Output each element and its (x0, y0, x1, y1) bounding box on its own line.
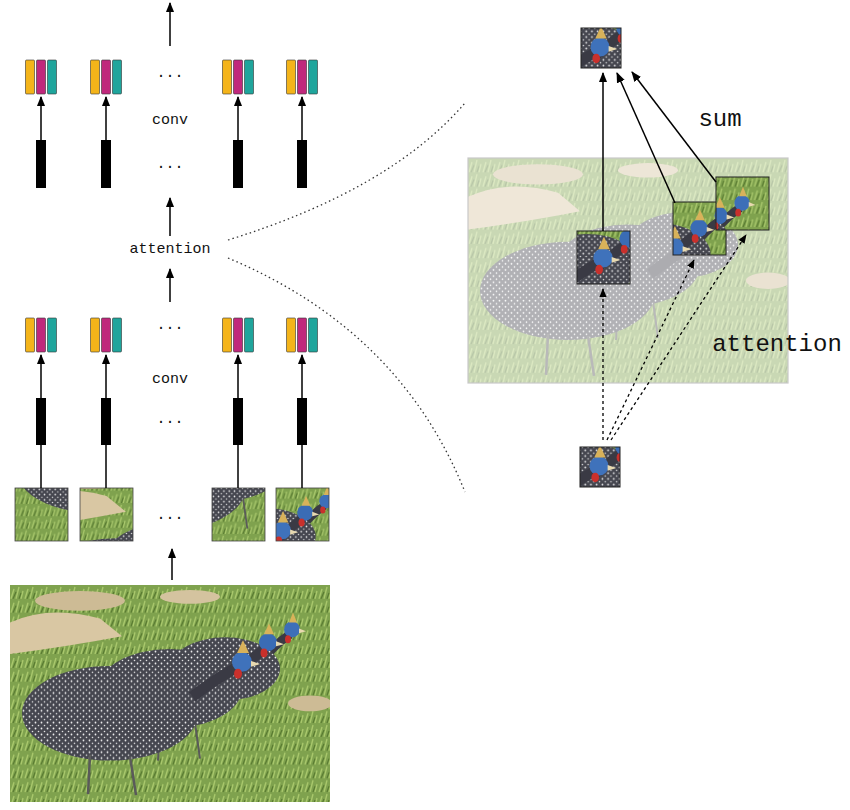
attended-patch (379, 183, 689, 395)
ellipsis: ... (156, 156, 183, 173)
rect-shape (15, 488, 68, 541)
up-arrow (237, 355, 239, 398)
up-arrow (40, 355, 42, 398)
channel-bar (309, 60, 318, 94)
label-anchor: conv (152, 112, 188, 129)
feature-bar (36, 140, 46, 188)
label-anchor: sum (698, 106, 741, 134)
layer-label: conv (152, 371, 188, 388)
feature-bar (36, 398, 46, 445)
up-arrow (105, 355, 107, 398)
attention-arrow (602, 289, 603, 440)
feature-bar (101, 398, 111, 445)
patch-link (40, 445, 42, 488)
channel-bar (48, 318, 57, 352)
label-anchor: ... (156, 317, 183, 334)
use-shape (378, 392, 685, 602)
patch-link (301, 445, 303, 488)
up-arrow (105, 97, 107, 140)
up-arrow (169, 198, 171, 236)
use-shape (379, 0, 686, 182)
channel-bar (309, 318, 318, 352)
zoom-curve (228, 258, 465, 492)
channel-bar (287, 318, 296, 352)
channel-bar (113, 318, 122, 352)
channel-bar (37, 60, 46, 94)
channel-bar (223, 60, 232, 94)
channel-bar (287, 60, 296, 94)
up-arrow (171, 549, 173, 580)
use-shape (10, 585, 332, 802)
patch-link (105, 445, 107, 488)
channel-bar (298, 318, 307, 352)
rect-shape (581, 28, 621, 68)
feature-bar (297, 140, 307, 188)
channel-bar (102, 318, 111, 352)
channel-bar (245, 318, 254, 352)
feature-bar (297, 398, 307, 445)
feature-bar (101, 140, 111, 188)
up-arrow (301, 355, 303, 398)
patch-row (6, 356, 364, 661)
operation-label: sum (698, 106, 741, 134)
image-patch (27, 466, 311, 660)
channel-bar (91, 60, 100, 94)
channel-bar (234, 60, 243, 94)
label-anchor: ... (156, 507, 183, 524)
channel-bar (26, 318, 35, 352)
ellipsis: ... (156, 317, 183, 334)
rect-shape (276, 488, 329, 541)
zoom-curve (228, 103, 465, 240)
upper-layer (26, 60, 318, 188)
attention-arrow (607, 260, 694, 440)
up-arrow (169, 3, 171, 46)
channel-bar (48, 60, 57, 94)
channel-bar (91, 318, 100, 352)
rect-shape (577, 231, 630, 284)
use-shape (77, 462, 361, 656)
channel-bar (234, 318, 243, 352)
sum-arrow (617, 73, 675, 203)
channel-bar (223, 318, 232, 352)
rect-shape (580, 447, 620, 487)
channel-bar (245, 60, 254, 94)
label-anchor: ... (156, 411, 183, 428)
ellipsis: ... (156, 65, 183, 82)
operation-label: attention (712, 331, 842, 359)
up-arrow (40, 97, 42, 140)
use-shape (27, 466, 311, 660)
label-anchor: attention (712, 331, 842, 359)
layer-label: attention (129, 241, 210, 258)
lower-layer (26, 318, 318, 488)
up-arrow (237, 97, 239, 140)
image-patch (77, 462, 361, 656)
feature-bar (233, 140, 243, 188)
label-anchor: ... (156, 65, 183, 82)
use-shape (379, 183, 689, 395)
ellipsis: ... (156, 507, 183, 524)
layer-label: conv (152, 112, 188, 129)
label-anchor: conv (152, 371, 188, 388)
up-arrow (169, 269, 171, 302)
channel-bar (26, 60, 35, 94)
channel-bar (298, 60, 307, 94)
channel-bar (113, 60, 122, 94)
up-arrow (301, 97, 303, 140)
label-anchor: attention (129, 241, 210, 258)
ellipsis: ... (156, 411, 183, 428)
rect-shape (80, 488, 133, 541)
query-patch (378, 392, 685, 602)
input-image (10, 585, 332, 802)
patch-link (237, 445, 239, 488)
output-patch (379, 0, 686, 182)
feature-bar (233, 398, 243, 445)
rect-shape (716, 177, 769, 230)
label-anchor: ... (156, 156, 183, 173)
channel-bar (102, 60, 111, 94)
sum-arrow (602, 73, 604, 231)
channel-bar (37, 318, 46, 352)
rect-shape (212, 488, 265, 541)
